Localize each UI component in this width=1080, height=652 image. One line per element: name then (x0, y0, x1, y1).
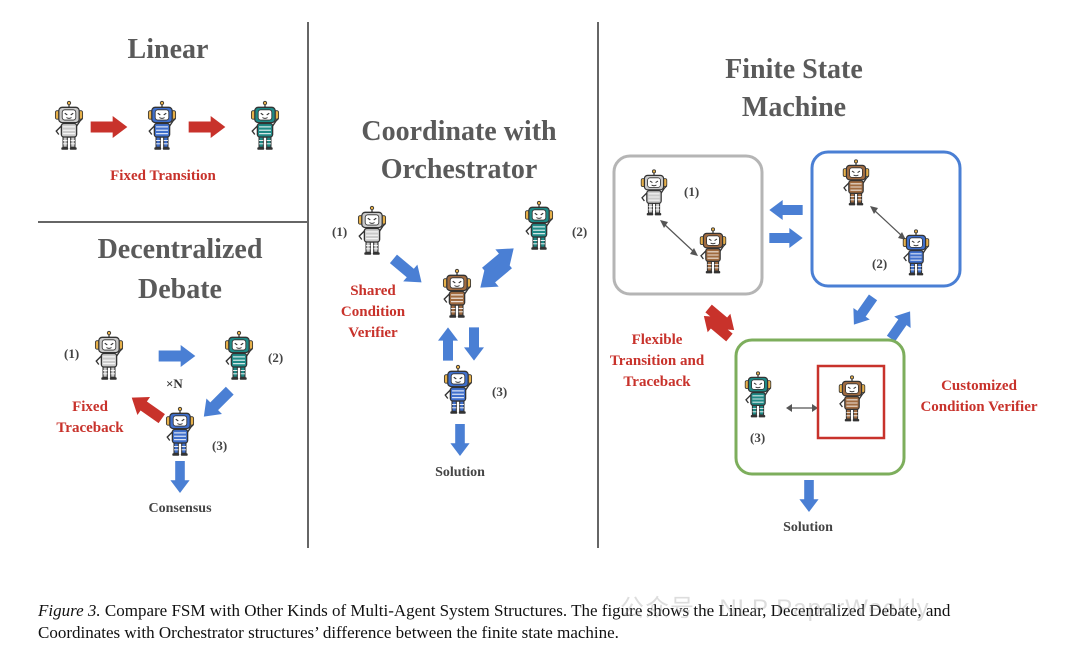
two-way-link-icon (663, 223, 695, 253)
caption-text-line1: Compare FSM with Other Kinds of Multi-Ag… (100, 601, 951, 620)
consensus-label: Consensus (148, 501, 212, 516)
debate-title-line1: Decentralized (98, 234, 263, 265)
orch-solution-label: Solution (435, 465, 485, 480)
orch-agent-1-label: (1) (332, 224, 347, 239)
robot-icon-teal (224, 330, 254, 381)
shared-verifier-label-line1: Shared (350, 283, 396, 299)
panel-debate: Decentralized Debate (1) ×N (2) Fixed Tr… (56, 234, 283, 516)
linear-title: Linear (128, 34, 209, 65)
panel-fsm: Finite State Machine (1) (2) Flexible Tr… (610, 54, 1038, 535)
robot-icon-blue (443, 364, 473, 415)
two-way-link-icon (873, 209, 903, 237)
debate-agent-1-label: (1) (64, 346, 79, 361)
red-arrow-icon (188, 116, 226, 138)
caption-text-line2: Coordinates with Orchestrator structures… (38, 623, 619, 642)
customized-verifier-label-line1: Customized (941, 378, 1017, 394)
panel-dividers (38, 22, 599, 548)
flexible-transition-label-line1: Flexible (632, 332, 683, 348)
fsm-agent-3-label: (3) (750, 430, 765, 445)
fixed-transition-label: Fixed Transition (110, 168, 216, 184)
flexible-transition-label-line2: Transition and (610, 353, 705, 369)
debate-agent-2-label: (2) (268, 350, 283, 365)
orchestrator-title-line2: Orchestrator (381, 154, 538, 185)
robot-icon-teal (524, 200, 554, 251)
robot-icon-blue (147, 100, 177, 151)
debate-title-line2: Debate (138, 274, 222, 305)
fsm-title-line1: Finite State (725, 54, 863, 85)
figure-label: Figure 3. (38, 601, 101, 620)
orchestrator-title-line1: Coordinate with (361, 116, 557, 147)
blue-arrow-icon (769, 200, 803, 220)
robot-icon-brown (838, 375, 866, 423)
shared-verifier-label-line3: Verifier (348, 325, 398, 341)
blue-arrow-icon (845, 291, 882, 331)
orch-agent-2-label: (2) (572, 224, 587, 239)
robot-icon-gray (54, 100, 84, 151)
shared-verifier-label-line2: Condition (341, 304, 406, 320)
state-box-green (734, 338, 906, 476)
panel-linear: Linear Fixed Transition (54, 34, 280, 184)
blue-arrow-icon (438, 327, 458, 361)
blue-arrow-icon (170, 461, 190, 493)
robot-icon-brown (442, 268, 472, 319)
blue-arrow-icon (158, 345, 196, 367)
robot-icon-gray (94, 330, 124, 381)
flexible-transition-label-line3: Traceback (623, 374, 691, 390)
robot-icon-blue (902, 229, 930, 277)
robot-icon-teal (250, 100, 280, 151)
blue-arrow-icon (464, 327, 484, 361)
red-arrow-icon (90, 116, 128, 138)
verifier-highlight-box (816, 364, 886, 440)
robot-icon-gray (357, 205, 387, 256)
orch-agent-3-label: (3) (492, 384, 507, 399)
red-arrow-icon (125, 388, 169, 428)
blue-arrow-icon (769, 228, 803, 248)
customized-verifier-label-line2: Condition Verifier (920, 399, 1037, 415)
fsm-agent-1-label: (1) (684, 184, 699, 199)
repeat-n-label: ×N (166, 376, 183, 391)
fsm-title-line2: Machine (742, 92, 846, 123)
blue-arrow-icon (450, 424, 470, 456)
state-box-blue (810, 150, 962, 288)
debate-agent-3-label: (3) (212, 438, 227, 453)
blue-arrow-icon (196, 382, 238, 425)
panel-orchestrator: Coordinate with Orchestrator (1) (2) Sha… (332, 116, 587, 480)
fsm-solution-label: Solution (783, 520, 833, 535)
robot-icon-gray (640, 169, 668, 217)
robot-icon-blue (165, 406, 195, 457)
figure-caption: Figure 3. Compare FSM with Other Kinds o… (38, 600, 1078, 644)
blue-arrow-icon (799, 480, 819, 512)
fixed-traceback-label-line1: Fixed (72, 399, 108, 415)
fixed-traceback-label-line2: Traceback (56, 420, 124, 436)
robot-icon-brown (699, 227, 727, 275)
state-box-gray (612, 154, 764, 296)
fsm-agent-2-label: (2) (872, 256, 887, 271)
robot-icon-teal (744, 371, 772, 419)
robot-icon-brown (842, 159, 870, 207)
